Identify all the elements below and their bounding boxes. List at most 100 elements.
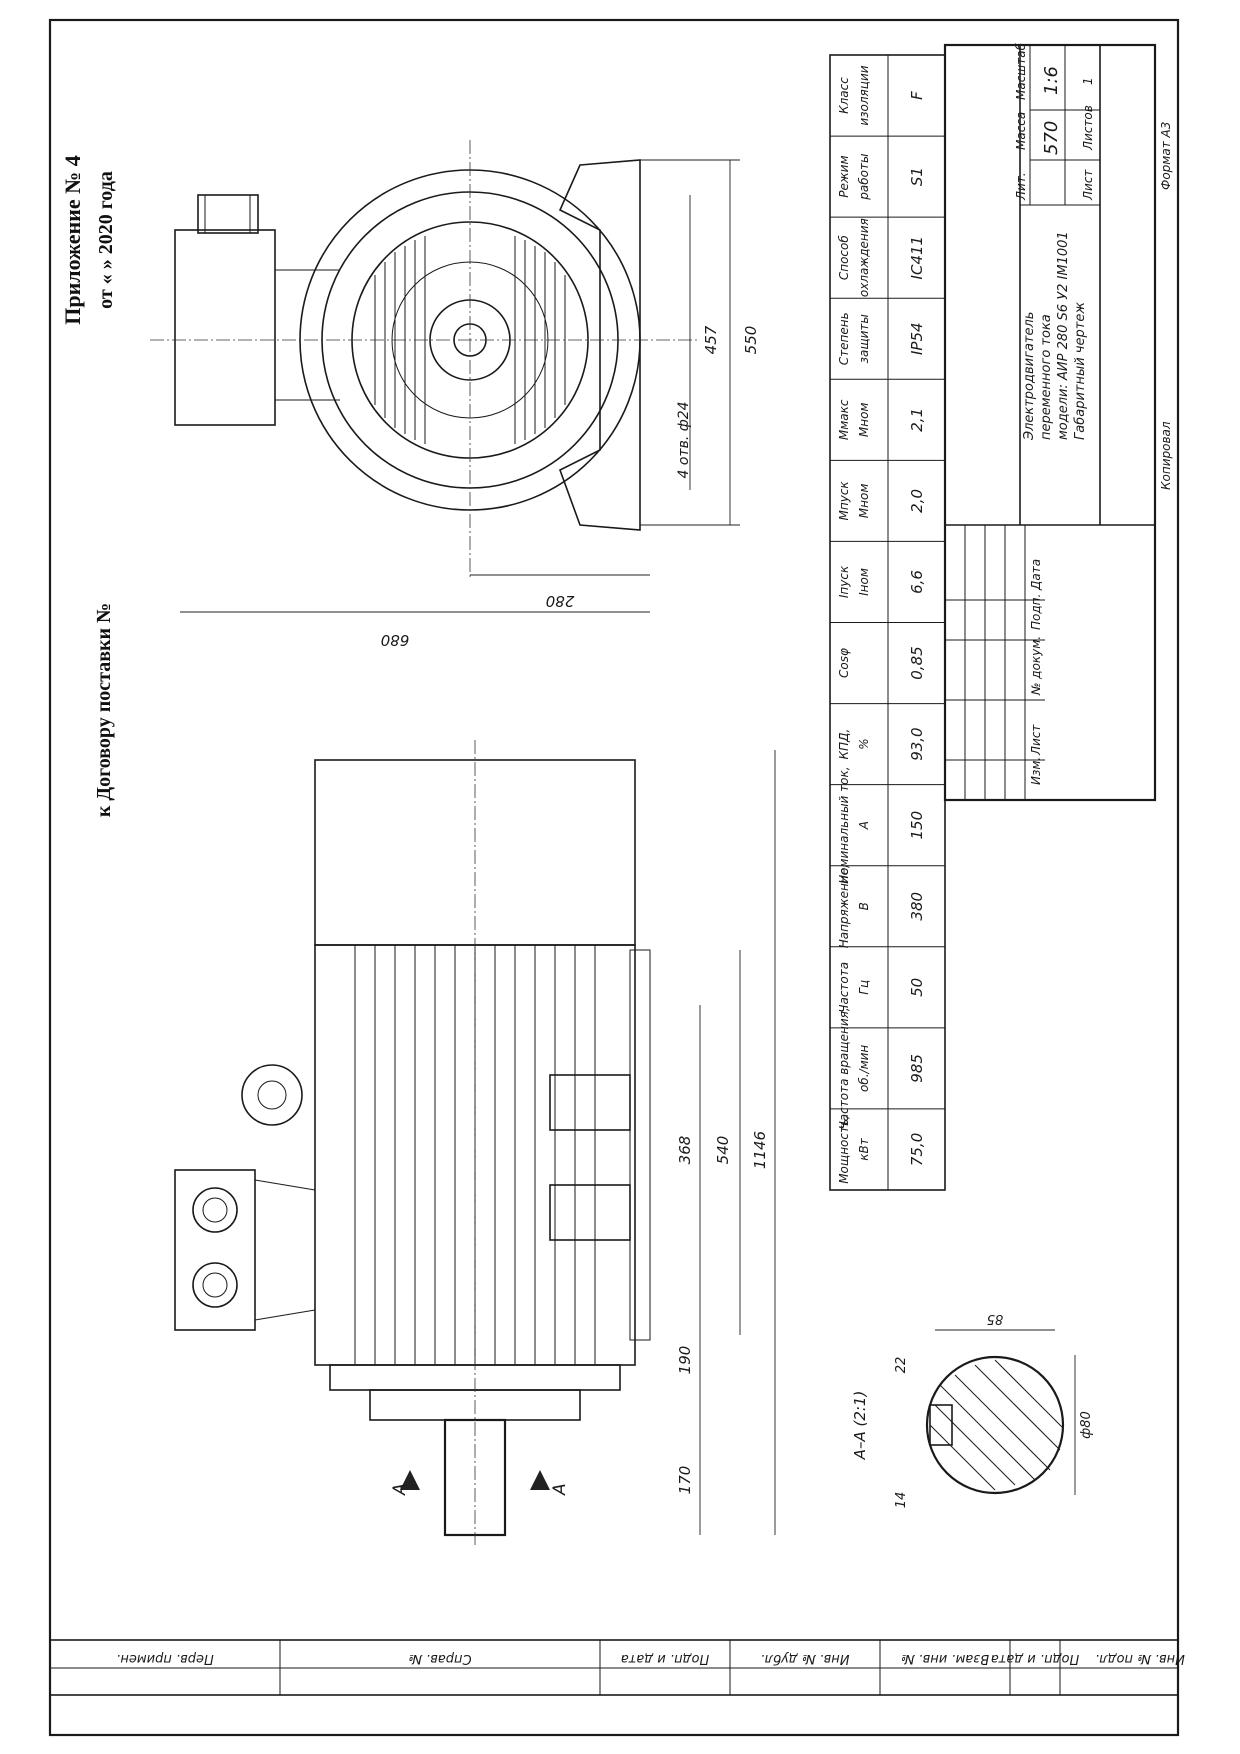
- mounting-foot: [558, 159, 641, 531]
- spec-value-12: S1: [908, 167, 926, 186]
- spec-header-11-0: Способ: [837, 235, 851, 281]
- spec-header-3-0: Напряжение,: [837, 864, 851, 948]
- title-block: Изм. Лист № докум. Подп. Дата Электродви…: [943, 42, 1173, 802]
- contract-label: к Договору поставки №: [93, 603, 115, 817]
- appendix-label: Приложение № 4: [60, 155, 85, 324]
- spec-header-5-0: КПД,: [837, 729, 851, 760]
- desc-line-4: Габаритный чертеж: [1073, 302, 1088, 440]
- spec-header-4-0: Номинальный ток,: [837, 766, 851, 884]
- spec-value-5: 93,0: [908, 727, 926, 760]
- spec-header-10-1: защиты: [857, 314, 871, 363]
- format-label: Формат А3: [1159, 122, 1173, 190]
- spec-header-3-1: В: [857, 902, 871, 910]
- shaft-section: [925, 1355, 1065, 1495]
- stamp-podp-1: Подп. и дата: [991, 1651, 1080, 1666]
- mass-label: Масса: [1014, 112, 1028, 150]
- col-izm: Изм.: [1029, 757, 1043, 785]
- sheet-frame: [48, 18, 1180, 1737]
- sheets-value: 1: [1081, 77, 1095, 85]
- spec-value-6: 0,85: [908, 646, 926, 679]
- spec-header-11-1: охлаждения: [857, 218, 871, 297]
- spec-header-0-1: кВт: [857, 1137, 871, 1160]
- scale-label: Масштаб: [1014, 42, 1028, 100]
- scale-value: 1:6: [1041, 66, 1062, 95]
- desc-line-2: переменного тока: [1039, 314, 1054, 440]
- dim-550: 550: [742, 326, 760, 355]
- stamp-vzam: Взам. инв. №: [901, 1651, 989, 1666]
- dim-85: 85: [987, 1311, 1004, 1326]
- spec-header-7-1: Iном: [857, 568, 871, 596]
- dim-holes: 4 отв. ф24: [676, 401, 692, 478]
- sheets-label: Листов: [1081, 105, 1095, 151]
- spec-value-7: 6,6: [908, 570, 926, 594]
- spec-header-7-0: Iпуск: [837, 565, 851, 598]
- spec-header-1-0: Частота вращения,: [837, 1007, 851, 1129]
- spec-header-1-1: об./мин: [857, 1045, 871, 1092]
- spec-header-2-1: Гц: [857, 980, 871, 995]
- section-a-right: A: [550, 1483, 570, 1496]
- gland-2: [192, 1262, 238, 1308]
- stamp-perv: Перв. примен.: [116, 1651, 214, 1666]
- spec-header-6-0: Cosφ: [837, 648, 851, 678]
- col-list: Лист: [1029, 724, 1043, 756]
- stamp-podp-2: Подп. и дата: [621, 1651, 710, 1666]
- col-docum: № докум.: [1029, 636, 1043, 696]
- spec-header-4-1: А: [857, 821, 871, 830]
- lifting-eye: [241, 1064, 303, 1126]
- end-view: 680 280 457 550 4 отв. ф24: [150, 140, 760, 649]
- desc-line-3: модели: АИР 280 S6 У2 IM1001: [1056, 231, 1071, 440]
- base-rail: [629, 949, 651, 1341]
- section-a-a: А–А (2:1) 22 85 ф80 14: [851, 1311, 1094, 1508]
- spec-value-8: 2,0: [908, 489, 926, 513]
- contract-header: Приложение № 4 от « » 2020 года: [60, 155, 117, 324]
- spec-header-9-0: Mмакс: [837, 399, 851, 440]
- spec-value-0: 75,0: [908, 1133, 926, 1166]
- col-podp: Подп.: [1029, 594, 1043, 630]
- spec-value-4: 150: [908, 811, 926, 840]
- cable-gland: [197, 194, 259, 234]
- spec-header-2-0: Частота: [837, 962, 851, 1013]
- spec-value-13: F: [908, 91, 926, 100]
- gland-1: [192, 1187, 238, 1233]
- spec-value-2: 50: [908, 978, 926, 997]
- dim-170: 170: [676, 1466, 694, 1495]
- lit-label: Лит.: [1014, 172, 1028, 201]
- desc-line-1: Электродвигатель: [1022, 312, 1037, 441]
- dim-457: 457: [702, 325, 720, 354]
- contract-header-2: к Договору поставки №: [93, 603, 115, 817]
- terminal-box-end: [174, 229, 276, 426]
- spec-header-8-1: Mном: [857, 484, 871, 519]
- spec-value-11: IC411: [908, 236, 926, 280]
- spec-value-3: 380: [908, 892, 926, 921]
- dim-80: ф80: [1079, 1411, 1094, 1439]
- sheet-label: Лист: [1081, 169, 1095, 201]
- dim-14: 14: [894, 1492, 909, 1509]
- spec-header-8-0: Mпуск: [837, 481, 851, 521]
- date-label: от « » 2020 года: [95, 171, 117, 309]
- col-data: Дата: [1029, 559, 1043, 591]
- spec-header-12-0: Режим: [837, 155, 851, 197]
- terminal-box-side: [174, 1169, 256, 1331]
- spec-header-12-1: работы: [857, 154, 871, 201]
- spec-value-1: 985: [908, 1054, 926, 1083]
- foot-pad-1: [549, 1074, 631, 1131]
- dim-368: 368: [676, 1136, 694, 1165]
- spec-header-5-1: %: [857, 738, 871, 749]
- dim-280: 280: [546, 592, 575, 610]
- spec-header-0-0: Мощность,: [837, 1115, 851, 1184]
- dim-540: 540: [714, 1136, 732, 1165]
- spec-value-9: 2,1: [908, 408, 926, 432]
- foot-pad-2: [549, 1184, 631, 1241]
- side-view: A A 368 540 1146 190 170: [174, 740, 776, 1545]
- stamp-inv-podl: Инв. № подл.: [1095, 1651, 1185, 1666]
- spec-header-10-0: Степень: [837, 312, 851, 365]
- stamp-dubl: Инв. № дубл.: [761, 1651, 850, 1666]
- dim-1146: 1146: [751, 1131, 769, 1169]
- section-title: А–А (2:1): [851, 1391, 869, 1461]
- copied-label: Копировал: [1159, 421, 1173, 490]
- spec-header-13-1: изоляции: [857, 65, 871, 125]
- spec-value-10: IP54: [908, 322, 926, 355]
- dim-190: 190: [676, 1346, 694, 1375]
- mass-value: 570: [1041, 121, 1062, 155]
